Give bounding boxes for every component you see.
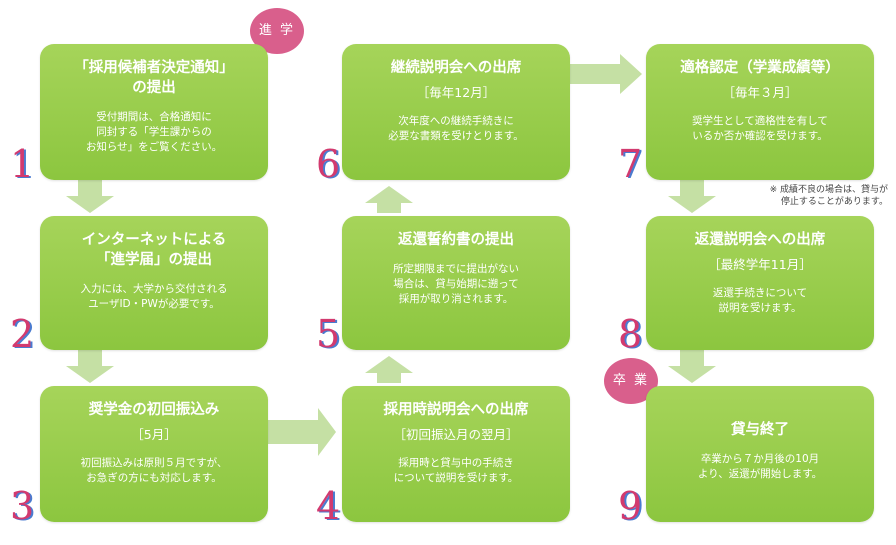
step-4-body: 採用時と貸与中の手続き について説明を受けます。 bbox=[393, 457, 519, 484]
step-8-number: 8 bbox=[618, 312, 643, 356]
step-7-title: 適格認定（学業成績等） bbox=[680, 60, 840, 76]
arrow-3-4 bbox=[268, 408, 336, 456]
step-2-title: インターネットによる 「進学届」の提出 bbox=[81, 232, 227, 268]
arrow-7-8 bbox=[668, 180, 716, 213]
arrow-8-9 bbox=[668, 350, 716, 383]
graduate-badge: 卒 業 bbox=[604, 358, 658, 404]
step-8-box: 返還説明会への出席 ［最終学年11月］ 返還手続きについて 説明を受けます。 bbox=[646, 216, 874, 350]
step-5-number: 5 bbox=[316, 312, 341, 356]
step-4-number: 4 bbox=[316, 484, 341, 528]
step-2-box: インターネットによる 「進学届」の提出 入力には、大学から交付される ユーザID… bbox=[40, 216, 268, 350]
step-8-body: 返還手続きについて 説明を受けます。 bbox=[712, 287, 808, 314]
step-7-body: 奨学生として適格性を有して いるか否か確認を受けます。 bbox=[692, 115, 828, 142]
step-9-body: 卒業から７か月後の10月 より、返還が開始します。 bbox=[697, 453, 823, 480]
step-1-title: 「採用候補者決定通知」 の提出 bbox=[74, 60, 234, 96]
step-4-box: 採用時説明会への出席 ［初回振込月の翌月］ 採用時と貸与中の手続き について説明… bbox=[342, 386, 570, 522]
arrow-1-2 bbox=[66, 180, 114, 213]
step-6-body: 次年度への継続手続きに 必要な書類を受けとります。 bbox=[388, 115, 524, 142]
step-6-box: 継続説明会への出席 ［毎年12月］ 次年度への継続手続きに 必要な書類を受けとり… bbox=[342, 44, 570, 180]
step-6-title: 継続説明会への出席 bbox=[390, 60, 522, 76]
step-7-box: 適格認定（学業成績等） ［毎年３月］ 奨学生として適格性を有して いるか否か確認… bbox=[646, 44, 874, 180]
step-8-sub: ［最終学年11月］ bbox=[708, 257, 812, 272]
step-1-number: 1 bbox=[10, 142, 35, 186]
academic-warning-note: ※ 成績不良の場合は、貸与が 停止することがあります。 bbox=[769, 185, 888, 207]
step-2-body: 入力には、大学から交付される ユーザID・PWが必要です。 bbox=[80, 283, 228, 310]
step-4-sub: ［初回振込月の翌月］ bbox=[393, 427, 519, 442]
step-3-title: 奨学金の初回振込み bbox=[88, 402, 220, 418]
step-5-body: 所定期限までに提出がない 場合は、貸与始期に遡って 採用が取り消されます。 bbox=[393, 263, 519, 305]
step-4-title: 採用時説明会への出席 bbox=[383, 402, 529, 418]
step-7-sub: ［毎年３月］ bbox=[722, 85, 798, 100]
step-3-body: 初回振込みは原則５月ですが、 お急ぎの方にも対応します。 bbox=[80, 457, 228, 484]
step-5-title: 返還誓約書の提出 bbox=[398, 232, 514, 248]
arrow-5-6 bbox=[365, 186, 413, 213]
step-1-body: 受付期間は、合格通知に 同封する「学生課からの お知らせ」をご覧ください。 bbox=[85, 111, 223, 153]
step-9-title: 貸与終了 bbox=[731, 422, 789, 438]
step-3-number: 3 bbox=[10, 484, 35, 528]
step-9-number: 9 bbox=[618, 484, 643, 528]
step-7-number: 7 bbox=[618, 142, 643, 186]
step-3-sub: ［5月］ bbox=[131, 427, 177, 442]
arrow-4-5 bbox=[365, 356, 413, 383]
arrow-2-3 bbox=[66, 350, 114, 383]
step-3-box: 奨学金の初回振込み ［5月］ 初回振込みは原則５月ですが、 お急ぎの方にも対応し… bbox=[40, 386, 268, 522]
step-6-number: 6 bbox=[316, 142, 341, 186]
step-2-number: 2 bbox=[10, 312, 35, 356]
step-9-box: 貸与終了 卒業から７か月後の10月 より、返還が開始します。 bbox=[646, 386, 874, 522]
step-5-box: 返還誓約書の提出 所定期限までに提出がない 場合は、貸与始期に遡って 採用が取り… bbox=[342, 216, 570, 350]
step-6-sub: ［毎年12月］ bbox=[416, 85, 496, 100]
step-8-title: 返還説明会への出席 bbox=[694, 232, 826, 248]
arrow-6-7 bbox=[570, 54, 642, 94]
step-1-box: 「採用候補者決定通知」 の提出 受付期間は、合格通知に 同封する「学生課からの … bbox=[40, 44, 268, 180]
